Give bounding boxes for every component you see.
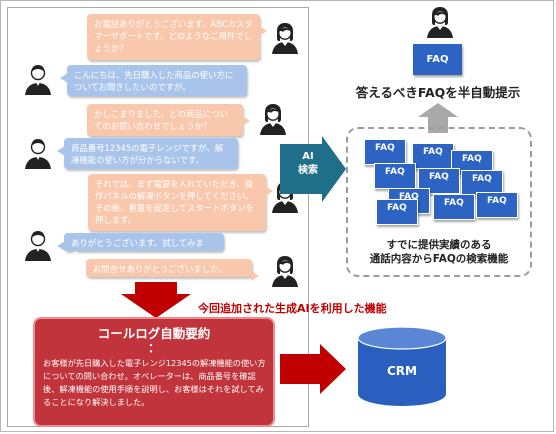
faq-box-caption-line2: 通話内容からFAQの検索機能 [369,253,509,265]
up-arrow [418,103,458,133]
summary-down-arrow [121,282,191,318]
operator-bubble: お電話ありがとうございます。ABCカスタマーサポートです。どのようなご用件でしょ… [87,14,267,60]
faq-box-caption-line1: すでに提供実績のある [386,239,492,251]
customer-bubble: こんにちは、先日購入した商品の使い方についてお聞きしたいのですが。 [60,65,247,96]
faq-search-box [346,127,532,277]
faq-card: FAQ [461,170,503,196]
faq-card: FAQ [418,168,460,194]
operator-icon [270,21,300,55]
new-feature-caption: 今回追加された生成AIを利用した機能 [198,302,387,315]
faq-card: FAQ [476,192,518,218]
operator-bubble: お問合せありがとうございました。 [86,259,259,281]
operator-icon [270,254,300,288]
customer-icon [23,228,53,262]
faq-suggest-caption: 答えるべきFAQを半自動提示 [355,85,521,100]
operator-bubble: それでは、まず電源を入れていただき、操作パネルの解凍ボタンを押してください。その… [88,174,273,231]
faq-card: FAQ [433,194,475,220]
summary-body: お客様が先日購入した電子レンジ12345の解凍機能の使い方についての問い合わせ。… [43,358,266,407]
ai-search-label: AI 検索 [288,150,328,178]
customer-bubble: ありがとうございます。試してみます。 [57,233,224,260]
customer-icon [23,62,53,96]
operator-icon [258,102,288,136]
summary-colon: ： [147,341,160,355]
ai-search-label-line2: 検索 [298,165,318,176]
ai-search-arrow [280,136,346,202]
crm-label: CRM [387,364,417,378]
faq-box-caption: すでに提供実績のある 通話内容からFAQの検索機能 [346,238,532,266]
crm-arrow [280,344,346,394]
faq-card: FAQ [374,163,416,189]
customer-bubble: 商品番号12345の電子レンジですが、解凍機能の使い方が分からないです。 [57,138,238,169]
crm-database-icon [357,326,447,406]
summary-title: コールログ自動要約 [97,326,211,341]
ai-search-label-line1: AI [302,151,314,162]
customer-icon [23,136,53,170]
operator-bubble: かしこまりました。どの商品についてのお問い合わせでしょうか？ [87,104,250,136]
faq-card: FAQ [376,199,418,225]
call-log-summary-box: コールログ自動要約 ： お客様が先日購入した電子レンジ12345の解凍機能の使い… [33,317,275,427]
suggested-faq-card: FAQ [413,44,462,75]
faq-card: FAQ [412,143,454,169]
faq-card: FAQ [364,139,406,165]
operator-icon-top [425,5,455,39]
